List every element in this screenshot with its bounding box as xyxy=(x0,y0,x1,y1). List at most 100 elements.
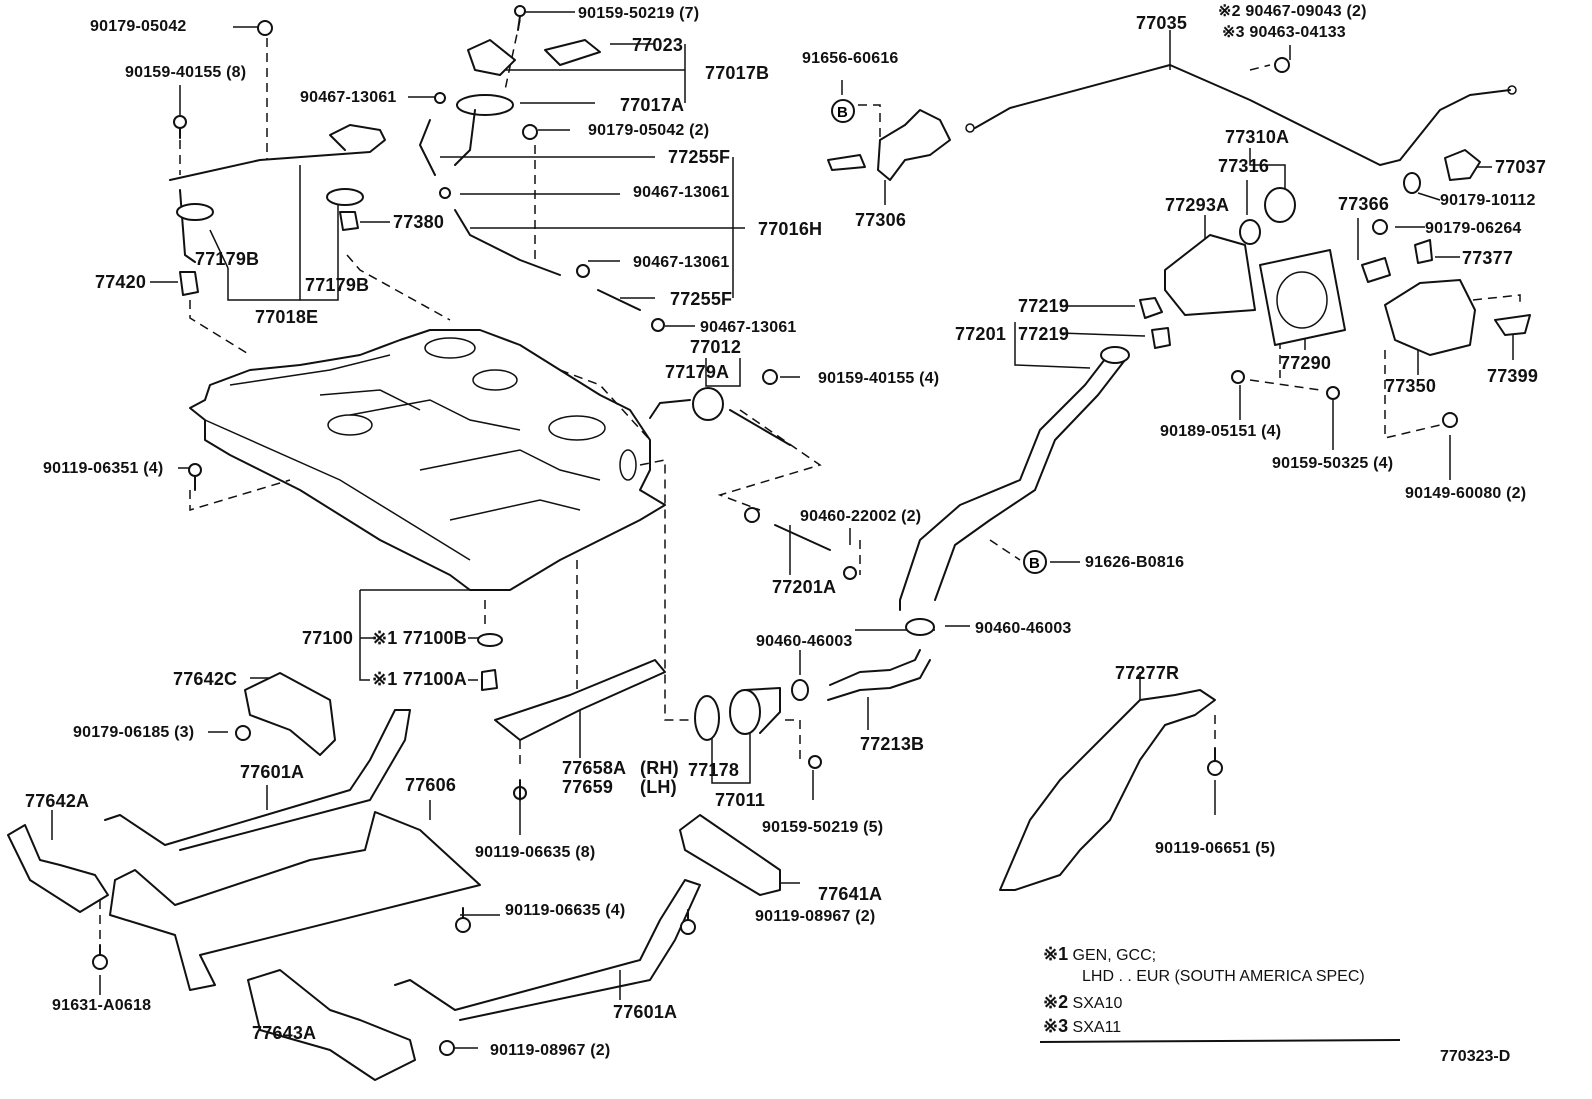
callout-90467-13061-c[interactable]: 90467-13061 xyxy=(633,254,730,271)
callout-77012[interactable]: 77012 xyxy=(690,337,742,357)
callout-77642A[interactable]: 77642A xyxy=(25,791,90,811)
callout-77255F-upper[interactable]: 77255F xyxy=(668,147,731,167)
fuel-tank-part[interactable] xyxy=(189,329,666,591)
callout-90119-06351-4[interactable]: 90119-06351 (4) xyxy=(43,460,164,477)
part-clip-77377[interactable] xyxy=(1414,239,1433,264)
callout-90467-13061-a[interactable]: 90467-13061 xyxy=(300,89,397,106)
callout-91656-60616[interactable]: 91656-60616 xyxy=(802,50,899,67)
callout-77659[interactable]: 77659 xyxy=(562,777,614,797)
callout-77016H[interactable]: 77016H xyxy=(758,219,823,239)
part-bracket-77658A[interactable] xyxy=(494,659,666,741)
callout-90119-06635-4[interactable]: 90119-06635 (4) xyxy=(505,902,626,919)
callout-77219-a[interactable]: 77219 xyxy=(1018,296,1070,316)
callout-77399[interactable]: 77399 xyxy=(1487,366,1539,386)
part-fuel-filter[interactable] xyxy=(544,39,601,66)
part-lever-77306[interactable] xyxy=(827,109,951,181)
callout-77606[interactable]: 77606 xyxy=(405,775,457,795)
part-box-77290[interactable] xyxy=(1259,249,1346,346)
callout-77316[interactable]: 77316 xyxy=(1218,156,1270,176)
part-gasket-77100B[interactable] xyxy=(477,633,503,647)
callout-77366[interactable]: 77366 xyxy=(1338,194,1390,214)
callout-77017B[interactable]: 77017B xyxy=(705,63,770,83)
part-clamp-90460-46003[interactable] xyxy=(791,679,809,701)
callout-77380[interactable]: 77380 xyxy=(393,212,445,232)
part-protector-77277R[interactable] xyxy=(999,689,1216,891)
callout-90159-50325-4[interactable]: 90159-50325 (4) xyxy=(1272,455,1394,472)
part-cap-77310A[interactable] xyxy=(1239,187,1296,245)
callout-90119-06635-8[interactable]: 90119-06635 (8) xyxy=(475,844,596,861)
callout-90159-40155-8[interactable]: 90159-40155 (8) xyxy=(125,64,247,81)
callout-77601A-lower[interactable]: 77601A xyxy=(613,1002,678,1022)
callout-91626-B0816[interactable]: 91626-B0816 xyxy=(1085,554,1185,571)
part-clamp-90460-46003-b[interactable] xyxy=(905,618,935,636)
callout-77017A[interactable]: 77017A xyxy=(620,95,685,115)
callout-90179-05042[interactable]: 90179-05042 xyxy=(90,18,187,35)
callout-77201A[interactable]: 77201A xyxy=(772,577,837,597)
callout-77293A[interactable]: 77293A xyxy=(1165,195,1230,215)
callout-90119-08967-2-right[interactable]: 90119-08967 (2) xyxy=(755,908,876,925)
callout-77658A[interactable]: 77658A xyxy=(562,758,627,778)
callout-90460-46003-left[interactable]: 90460-46003 xyxy=(756,633,853,650)
part-nut-90179-10112[interactable] xyxy=(1403,172,1421,194)
callout-90467-13061-d[interactable]: 90467-13061 xyxy=(700,319,797,336)
part-grommet-77219-b[interactable] xyxy=(1151,327,1171,349)
part-protector-77643A[interactable] xyxy=(247,969,416,1081)
part-sender-gauge[interactable] xyxy=(454,39,516,166)
callout-77277R[interactable]: 77277R xyxy=(1115,663,1180,683)
callout-90179-10112[interactable]: 90179-10112 xyxy=(1440,192,1536,209)
callout-77100[interactable]: 77100 xyxy=(302,628,354,648)
callout-77179A[interactable]: 77179A xyxy=(665,362,730,382)
part-protector-77606[interactable] xyxy=(109,811,481,991)
callout-90463-04133[interactable]: ※3 90463-04133 xyxy=(1222,24,1346,42)
callout-77350[interactable]: 77350 xyxy=(1385,376,1437,396)
callout-90159-40155-4[interactable]: 90159-40155 (4) xyxy=(818,370,940,387)
part-protector-77642C[interactable] xyxy=(244,672,336,756)
callout-77201[interactable]: 77201 xyxy=(955,324,1007,344)
callout-90179-05042-2[interactable]: 90179-05042 (2) xyxy=(588,122,710,139)
part-valve-77012[interactable] xyxy=(649,387,791,446)
part-hose-77255F-lower[interactable] xyxy=(597,289,641,311)
part-lock-77037[interactable] xyxy=(1444,149,1481,181)
callout-77219-b[interactable]: 77219 xyxy=(1018,324,1070,344)
callout-77290[interactable]: 77290 xyxy=(1280,353,1332,373)
part-drain-plug-77100A[interactable] xyxy=(481,669,498,691)
callout-77641A[interactable]: 77641A xyxy=(818,884,883,904)
part-vent-tube-bracket[interactable] xyxy=(169,124,386,263)
callout-77037[interactable]: 77037 xyxy=(1495,157,1547,177)
callout-77179B-right[interactable]: 77179B xyxy=(305,275,370,295)
part-fuel-lid-77350[interactable] xyxy=(1384,279,1476,356)
callout-90159-50219-5[interactable]: 90159-50219 (5) xyxy=(762,819,884,836)
callout-77213B[interactable]: 77213B xyxy=(860,734,925,754)
part-protector-77642A[interactable] xyxy=(7,824,109,913)
callout-77035[interactable]: 77035 xyxy=(1136,13,1188,33)
callout-77023[interactable]: 77023 xyxy=(632,35,684,55)
callout-90189-05151-4[interactable]: 90189-05151 (4) xyxy=(1160,423,1282,440)
part-bracket-77641A[interactable] xyxy=(679,814,781,896)
callout-77179B-left[interactable]: 77179B xyxy=(195,249,260,269)
callout-77306[interactable]: 77306 xyxy=(855,210,907,230)
callout-77100A[interactable]: ※1 77100A xyxy=(372,670,467,688)
part-cable-77035[interactable] xyxy=(965,64,1517,166)
callout-77310A[interactable]: 77310A xyxy=(1225,127,1290,147)
callout-90149-60080-2[interactable]: 90149-60080 (2) xyxy=(1405,485,1527,502)
callout-77420[interactable]: 77420 xyxy=(95,272,147,292)
callout-90159-50219-7[interactable]: 90159-50219 (7) xyxy=(578,5,700,22)
callout-90467-09043-2[interactable]: ※2 90467-09043 (2) xyxy=(1218,3,1367,21)
part-hinge-77399[interactable] xyxy=(1494,314,1531,336)
callout-77643A[interactable]: 77643A xyxy=(252,1023,317,1043)
part-tube-77016H[interactable] xyxy=(454,209,561,276)
part-hose-77201A[interactable] xyxy=(774,524,831,551)
callout-77642C[interactable]: 77642C xyxy=(173,669,238,689)
callout-90179-06264[interactable]: 90179-06264 xyxy=(1425,220,1522,237)
part-grommet-77420[interactable] xyxy=(179,271,199,296)
callout-90467-13061-b[interactable]: 90467-13061 xyxy=(633,184,730,201)
callout-77255F-lower[interactable]: 77255F xyxy=(670,289,733,309)
callout-90119-08967-2-left[interactable]: 90119-08967 (2) xyxy=(490,1042,611,1059)
part-hose-77255F-upper[interactable] xyxy=(419,119,436,176)
callout-91631-A0618[interactable]: 91631-A0618 xyxy=(52,997,152,1014)
callout-90119-06651-5[interactable]: 90119-06651 (5) xyxy=(1155,840,1276,857)
part-band-77601A-upper[interactable] xyxy=(104,709,411,851)
part-inlet-77011[interactable] xyxy=(694,687,781,741)
callout-77178[interactable]: 77178 xyxy=(688,760,740,780)
part-spring-77366[interactable] xyxy=(1361,257,1391,283)
